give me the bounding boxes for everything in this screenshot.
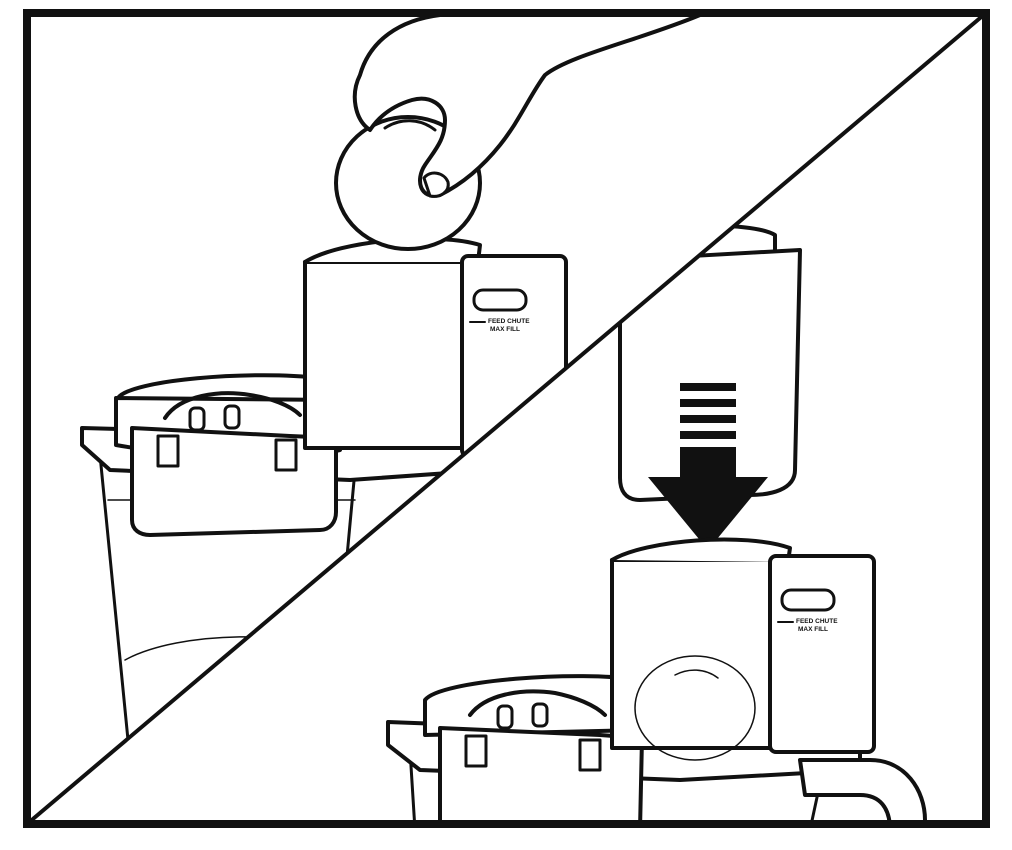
bowl-handle bbox=[798, 758, 927, 824]
tomato-food-item bbox=[634, 655, 756, 761]
feed-chute-label-line2: MAX FILL bbox=[490, 326, 520, 333]
lid-latch bbox=[438, 726, 644, 824]
feed-chute-label-line1: FEED CHUTE bbox=[488, 318, 530, 325]
down-arrow-icon bbox=[648, 383, 768, 550]
panel-top-left: FEED CHUTE MAX FILL bbox=[80, 13, 702, 742]
feed-chute: FEED CHUTE MAX FILL bbox=[610, 537, 876, 761]
feed-chute-label-line1: FEED CHUTE bbox=[796, 618, 838, 625]
hand-icon bbox=[352, 13, 702, 198]
feed-chute: FEED CHUTE MAX FILL bbox=[303, 236, 568, 458]
panel-divider bbox=[25, 11, 988, 826]
lid-latch bbox=[130, 426, 338, 537]
feed-chute-label-line2: MAX FILL bbox=[798, 626, 828, 633]
illustration-frame bbox=[23, 9, 990, 828]
